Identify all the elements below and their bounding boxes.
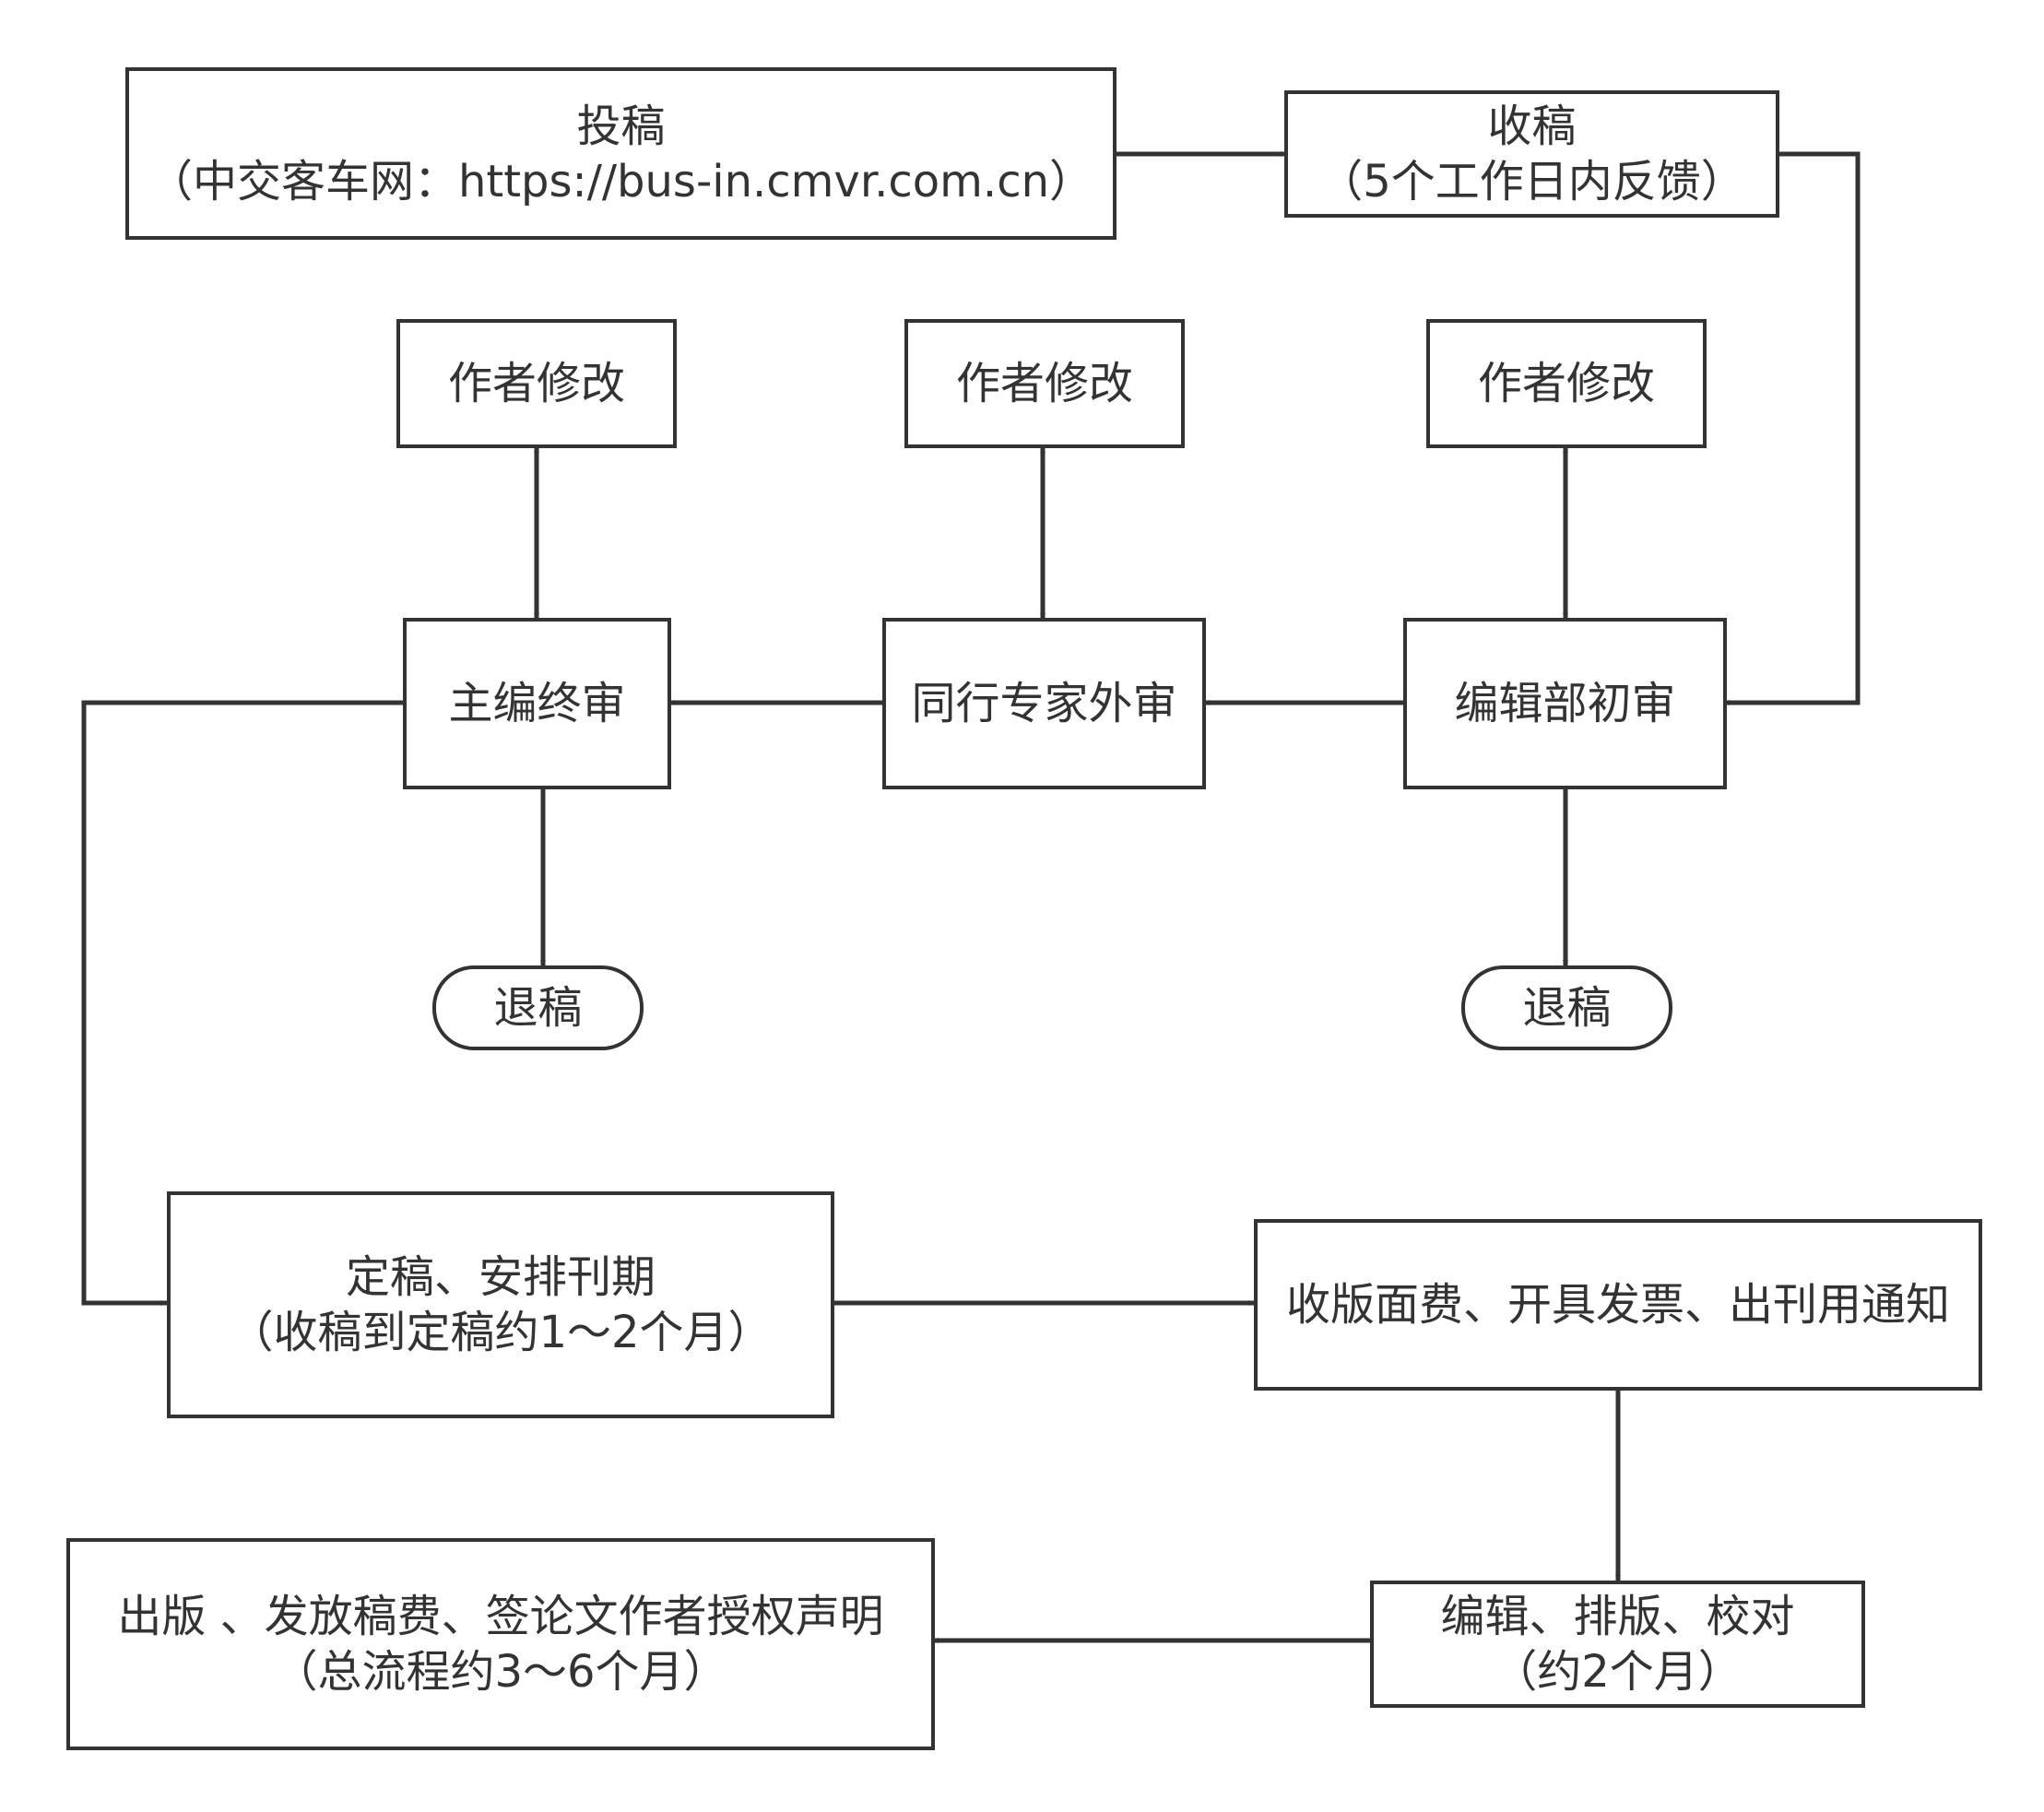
arrow-receive-to-editorial-review — [1724, 151, 1861, 705]
arrow-chief-review-to-finalize — [81, 700, 404, 1306]
author-revise-box-1: 作者修改 — [396, 319, 677, 448]
peer-review-box: 同行专家外审 — [882, 618, 1206, 789]
finalize-box: 定稿、安排刊期 （收稿到定稿约1～2个月） — [167, 1191, 834, 1418]
author-revise-box-2: 作者修改 — [904, 319, 1185, 448]
reject-label: 退稿 — [1522, 982, 1612, 1034]
author-revise-label: 作者修改 — [955, 358, 1133, 409]
finalize-title: 定稿、安排刊期 — [345, 1251, 656, 1303]
author-revise-box-3: 作者修改 — [1426, 319, 1707, 448]
reject-label: 退稿 — [493, 982, 583, 1034]
finalize-subtitle: （收稿到定稿约1～2个月） — [229, 1307, 773, 1358]
fees-box: 收版面费、开具发票、出刊用通知 — [1254, 1219, 1982, 1391]
submit-title: 投稿 — [576, 100, 666, 152]
editorial-review-label: 编辑部初审 — [1454, 678, 1676, 729]
publish-subtitle: （总流程约3～6个月） — [273, 1646, 728, 1698]
peer-review-label: 同行专家外审 — [911, 678, 1177, 729]
receive-title: 收稿 — [1487, 101, 1577, 152]
receive-box: 收稿 （5个工作日内反馈） — [1284, 90, 1779, 218]
fees-label: 收版面费、开具发票、出刊用通知 — [1285, 1279, 1950, 1331]
publish-box: 出版 、发放稿费、签论文作者授权声明 （总流程约3～6个月） — [66, 1538, 935, 1750]
author-revise-label: 作者修改 — [447, 358, 625, 409]
chief-review-box: 主编终审 — [403, 618, 671, 789]
submit-box: 投稿 （中交客车网：https://bus-in.cmvr.com.cn） — [125, 67, 1117, 240]
editorial-review-box: 编辑部初审 — [1403, 618, 1727, 789]
chief-review-label: 主编终审 — [448, 678, 626, 729]
editing-box: 编辑、排版、校对 （约2个月） — [1370, 1581, 1865, 1708]
publish-title: 出版 、发放稿费、签论文作者授权声明 — [117, 1591, 884, 1642]
reject-terminal-2: 退稿 — [1461, 965, 1672, 1050]
author-revise-label: 作者修改 — [1477, 358, 1655, 409]
receive-subtitle: （5个工作日内反馈） — [1318, 156, 1745, 207]
editing-subtitle: （约2个月） — [1493, 1646, 1743, 1698]
editing-title: 编辑、排版、校对 — [1440, 1591, 1795, 1642]
submit-subtitle: （中交客车网：https://bus-in.cmvr.com.cn） — [148, 155, 1094, 207]
reject-terminal-1: 退稿 — [432, 965, 644, 1050]
